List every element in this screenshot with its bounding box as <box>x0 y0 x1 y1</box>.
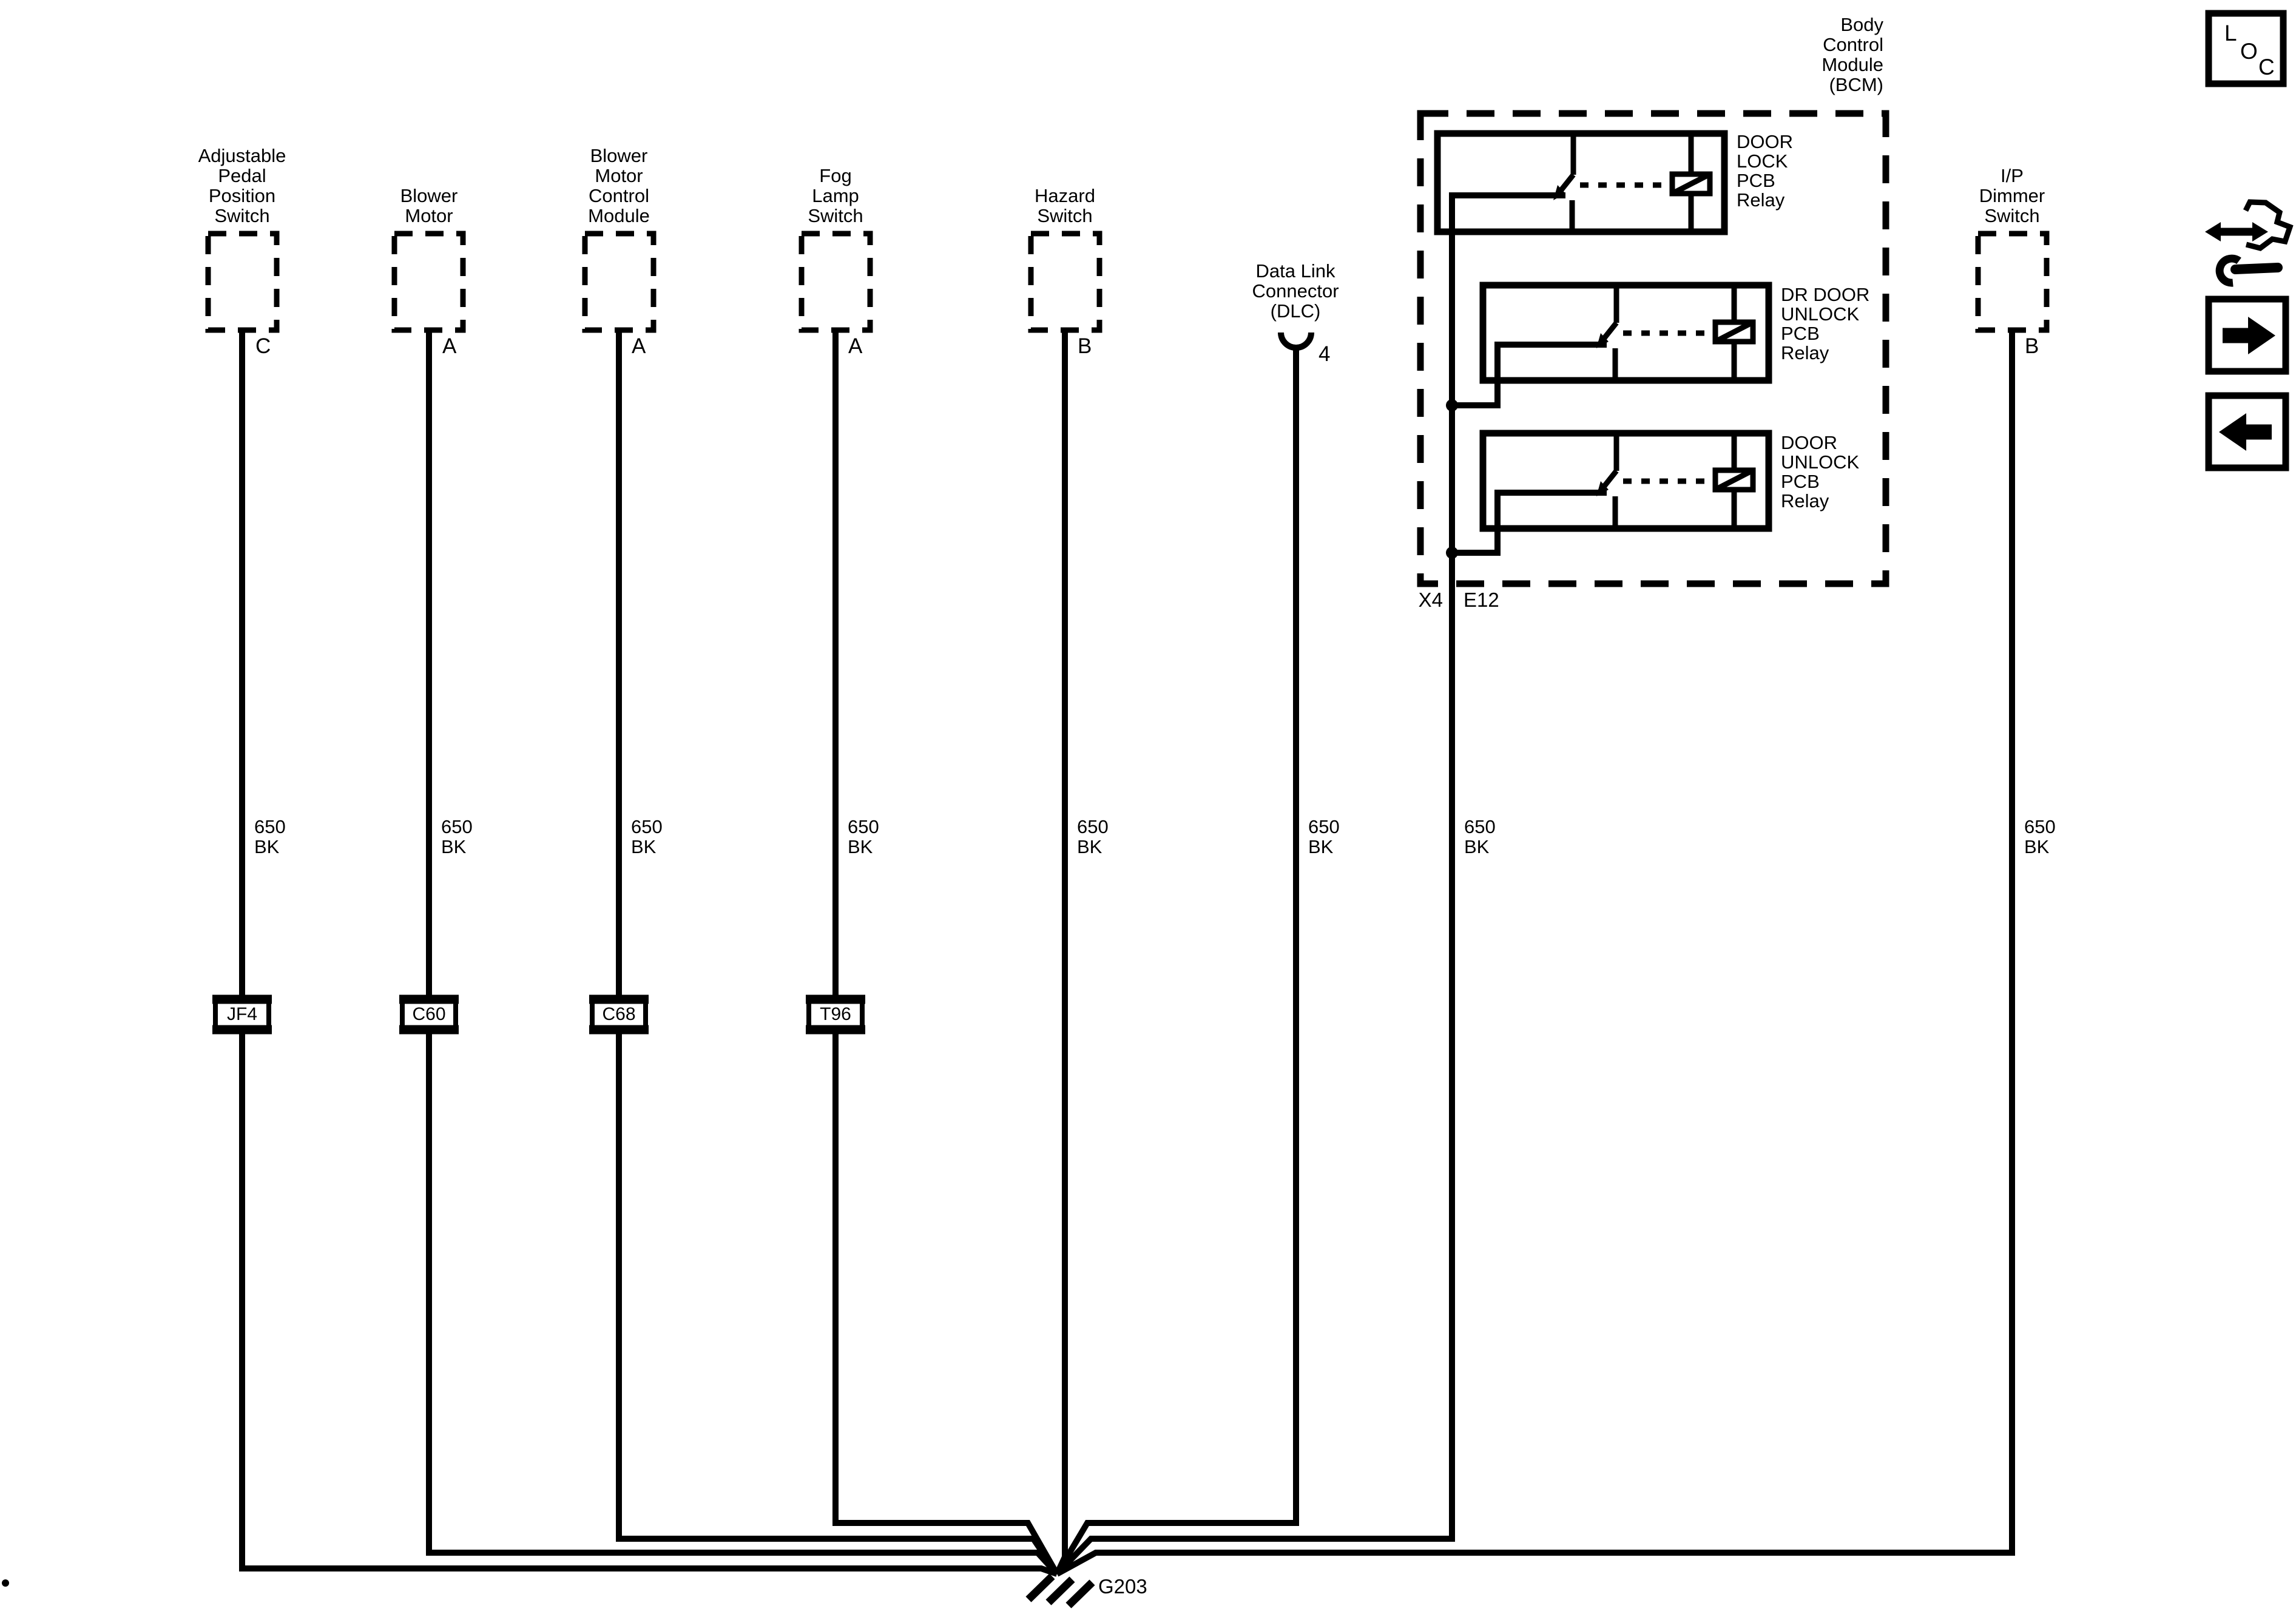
connector-jf4-box <box>212 994 272 1035</box>
wire-label-dlc: 650 BK <box>1308 816 1340 857</box>
next-page-button[interactable] <box>2205 295 2289 375</box>
loc-stamp-box <box>2205 10 2287 87</box>
wire-label-blower: 650 BK <box>441 816 473 857</box>
pedal-switch-box <box>205 231 280 333</box>
previous-page-button[interactable] <box>2205 392 2289 471</box>
dlc-pin: 4 <box>1319 342 1331 366</box>
dr-door-unlock-relay-label: DR DOOR UNLOCK PCB Relay <box>1781 284 1870 363</box>
bcm-box <box>1417 110 1889 587</box>
hazard-switch-box <box>1028 231 1102 333</box>
connector-c68-label: C68 <box>602 1004 636 1024</box>
relay-output-wire <box>1452 490 1607 556</box>
connector-t96-label: T96 <box>820 1004 851 1024</box>
connector-c60-label: C60 <box>412 1004 446 1024</box>
wire-pedal-ground <box>239 330 1058 1577</box>
wire-label-fog: 650 BK <box>848 816 879 857</box>
dlc-connector-arc <box>1278 332 1314 351</box>
hazard-pin: B <box>1078 334 1092 358</box>
fog-lamp-pin: A <box>848 334 863 358</box>
blower-mcm-label: Blower Motor Control Module <box>588 145 650 226</box>
wire-label-ip: 650 BK <box>2024 816 2056 857</box>
wire-hazard-ground <box>1054 330 1068 1576</box>
wrench-arrows-icon[interactable] <box>2205 199 2294 287</box>
bcm-connector-x4: X4 <box>1418 589 1443 611</box>
blower-motor-label: Blower Motor <box>400 185 458 226</box>
blower-mcm-pin: A <box>632 334 646 358</box>
wire-ip-dimmer-ground <box>1055 330 2015 1577</box>
connector-jf4-label: JF4 <box>226 1004 258 1024</box>
junction-dot <box>1446 399 1458 411</box>
wire-label-bmcm: 650 BK <box>631 816 663 857</box>
pedal-pin: C <box>255 334 271 358</box>
hazard-switch-label: Hazard Switch <box>1035 185 1095 226</box>
stray-dot <box>2 1579 9 1587</box>
loc-letter-l: L <box>2224 21 2237 46</box>
blower-mcm-box <box>582 231 657 333</box>
door-unlock-relay <box>1446 430 1772 559</box>
relay-switch-arrowhead <box>1553 185 1565 200</box>
loc-letter-c: C <box>2258 55 2275 79</box>
door-lock-relay <box>1434 130 1728 235</box>
wire-blower-motor-ground <box>426 330 1059 1576</box>
blower-motor-box <box>391 231 466 333</box>
wrench-handle <box>2230 263 2283 274</box>
component-boxes <box>205 231 2050 333</box>
blower-motor-pin: A <box>442 334 457 358</box>
ground-symbol <box>1025 1573 1095 1609</box>
pedal-switch-label: Adjustable Pedal Position Switch <box>198 145 286 226</box>
inline-connectors <box>212 994 865 1035</box>
left-arrowhead <box>2205 222 2221 241</box>
wire-label-pedal: 650 BK <box>254 816 286 857</box>
left-arrow-icon <box>2219 413 2246 451</box>
bcm-connector-e12: E12 <box>1464 589 1499 611</box>
dr-door-unlock-relay <box>1446 282 1772 411</box>
connector-t96-box <box>806 994 865 1035</box>
wire-label-hazard: 650 BK <box>1077 816 1109 857</box>
bcm-label: Body Control Module (BCM) <box>1822 14 1883 95</box>
wire-fog-lamp-ground <box>832 330 1060 1576</box>
door-unlock-relay-label: DOOR UNLOCK PCB Relay <box>1781 432 1860 511</box>
junction-dot <box>1446 547 1458 559</box>
right-arrow-icon <box>2248 317 2275 354</box>
fog-lamp-switch-box <box>799 231 873 333</box>
wire-label-bcm: 650 BK <box>1464 816 1496 857</box>
wire-dlc-ground <box>1054 346 1299 1576</box>
ground-wires <box>239 192 2015 1577</box>
ip-dimmer-switch-label: I/P Dimmer Switch <box>1979 165 2045 226</box>
wire-bcm-ground <box>1055 192 1565 1576</box>
dlc-label: Data Link Connector (DLC) <box>1252 260 1339 322</box>
fog-lamp-switch-label: Fog Lamp Switch <box>808 165 863 226</box>
panel-outline <box>2243 199 2294 251</box>
door-lock-relay-label: DOOR LOCK PCB Relay <box>1737 131 1793 211</box>
ip-dimmer-switch-box <box>1975 231 2050 333</box>
relay-output-wire <box>1452 342 1607 408</box>
wrench-head <box>2215 254 2241 287</box>
connector-c68-box <box>589 994 649 1035</box>
connector-c60-box <box>399 994 459 1035</box>
loc-letter-o: O <box>2240 39 2258 64</box>
ip-dimmer-pin: B <box>2025 334 2039 358</box>
right-arrowhead <box>2252 222 2268 241</box>
ground-label: G203 <box>1098 1575 1147 1598</box>
